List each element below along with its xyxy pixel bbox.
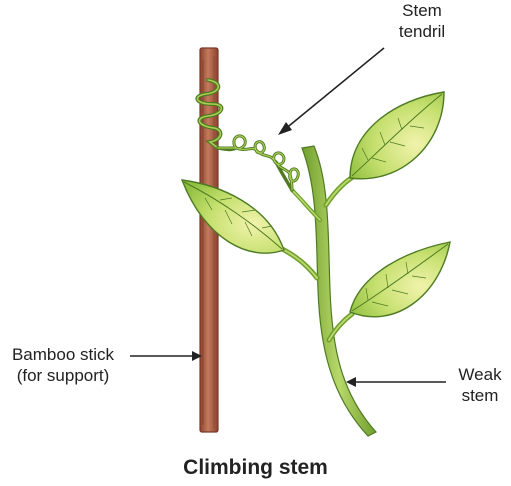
arrow-weak-stem [346,377,446,387]
label-bamboo-stick-line1: Bamboo stick [11,345,115,364]
leaf-lower-right [349,241,451,318]
leaf-upper-right [349,91,445,180]
label-bamboo-stick-line2: (for support) [16,366,110,385]
leaf-left [180,179,285,254]
label-weak-stem: Weak stem [452,364,508,406]
label-stem-tendril-line1: Stem [402,1,442,20]
label-stem-tendril-line2: tendril [398,22,446,41]
label-weak-stem-line1: Weak [458,365,502,384]
stem-tendril [216,134,300,192]
arrow-stem-tendril [278,47,385,135]
tendril-coil-on-stick [195,78,224,150]
label-stem-tendril: Stem tendril [382,0,462,42]
arrow-bamboo-stick [130,351,202,361]
label-bamboo-stick: Bamboo stick (for support) [0,344,126,386]
label-weak-stem-line2: stem [461,386,499,405]
diagram-caption: Climbing stem [183,456,328,479]
